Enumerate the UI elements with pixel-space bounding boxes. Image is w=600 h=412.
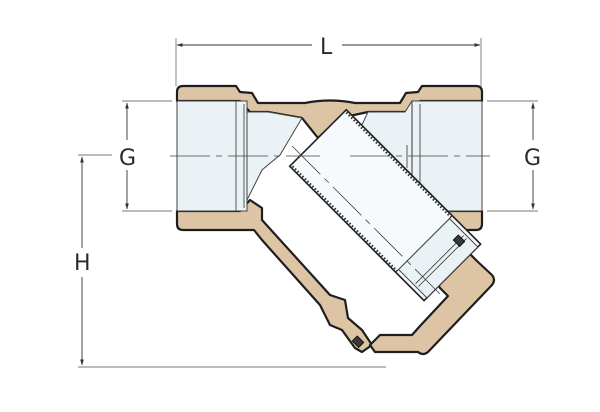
length-dimension: L <box>175 35 482 86</box>
thread-right-label: G <box>524 146 541 171</box>
length-label: L <box>320 35 333 60</box>
thread-left-dimension: G <box>119 100 172 212</box>
thread-right-dimension: G <box>487 100 541 212</box>
seal-upper <box>452 234 466 248</box>
center-lines <box>170 145 490 295</box>
seal-lower <box>351 335 365 349</box>
cap-seals <box>351 234 466 349</box>
height-dimension: H <box>74 154 386 368</box>
thread-left-label: G <box>119 146 136 171</box>
height-label: H <box>74 251 91 276</box>
